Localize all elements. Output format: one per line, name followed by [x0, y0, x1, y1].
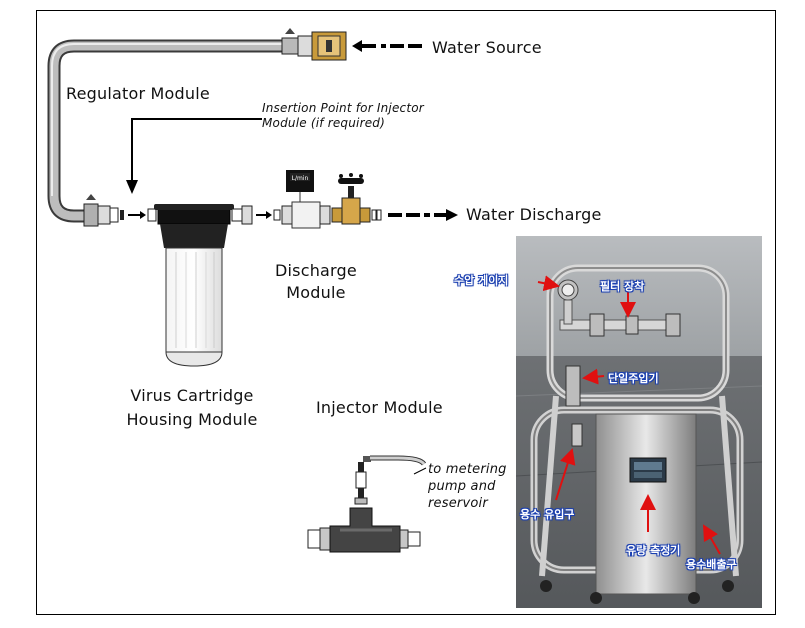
discharge-module-label: Discharge Module	[270, 260, 362, 304]
water-source-arrow	[352, 40, 422, 52]
virus-cartridge-line2: Housing Module	[126, 410, 258, 429]
water-discharge-arrow	[388, 209, 458, 221]
water-discharge-label: Water Discharge	[466, 205, 602, 224]
metering-line1: to metering	[428, 462, 507, 477]
pressure-gauge-label-outer: 수압 게이지	[454, 274, 509, 287]
discharge-module-line2: Module	[286, 283, 346, 302]
discharge-module-line1: Discharge	[275, 261, 357, 280]
discharge-valve	[331, 173, 382, 225]
water-outlet-label: 용수배출구	[686, 558, 737, 571]
insertion-point-arrow	[126, 118, 262, 194]
flow-meter: L/min	[281, 170, 331, 229]
metering-pump-label: to metering pump and reservoir	[428, 461, 507, 512]
insertion-point-line2: Module (if required)	[262, 116, 385, 130]
inlet-fittings	[83, 194, 157, 227]
outlet-fittings	[231, 205, 281, 225]
injector-module-label: Injector Module	[316, 398, 443, 417]
insertion-point-label: Insertion Point for Injector Module (if …	[262, 101, 424, 131]
apparatus-photo-drawing	[516, 236, 762, 608]
water-source-fitting	[281, 28, 347, 61]
flow-meter-label: 유량 측정기	[626, 544, 681, 557]
metering-line2: pump and	[428, 479, 496, 494]
virus-cartridge-label: Virus Cartridge Housing Module	[118, 384, 266, 432]
virus-cartridge-line1: Virus Cartridge	[130, 386, 254, 405]
hose	[47, 39, 297, 223]
filter-mount-label: 필터 장착	[600, 280, 645, 293]
regulator-module-label: Regulator Module	[66, 84, 210, 103]
water-inlet-label: 용수 유입구	[520, 508, 575, 521]
apparatus-photo: 필터 장착 단일주입기 용수 유입구 유량 측정기 용수배출구	[516, 236, 762, 608]
single-injector-label: 단일주입기	[608, 372, 659, 385]
virus-cartridge-housing	[154, 204, 234, 367]
injector-module-drawing	[307, 455, 427, 553]
flow-meter-unit: L/min	[292, 175, 309, 182]
water-source-label: Water Source	[432, 38, 542, 57]
insertion-point-line1: Insertion Point for Injector	[262, 101, 424, 115]
metering-line3: reservoir	[428, 496, 488, 511]
